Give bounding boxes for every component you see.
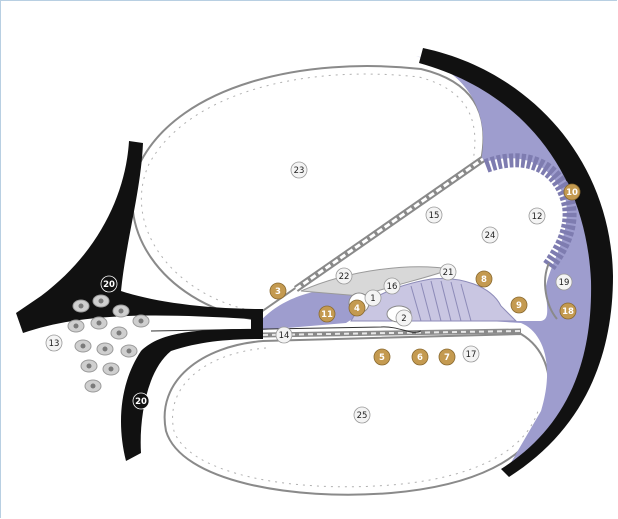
label-text: 23	[294, 166, 305, 176]
label-17: 17	[463, 346, 479, 362]
label-text: 12	[532, 212, 543, 222]
label-1: 1	[365, 290, 381, 306]
label-text: 16	[387, 282, 398, 292]
label-text: 8	[481, 275, 487, 285]
label-text: 3	[275, 287, 281, 297]
label-text: 14	[279, 331, 290, 341]
label-9: 9	[511, 297, 527, 313]
label-25: 25	[354, 407, 370, 423]
label-text: 6	[417, 353, 423, 363]
label-text: 24	[485, 231, 496, 241]
label-2: 2	[396, 310, 412, 326]
label-11: 11	[319, 306, 335, 322]
label-8: 8	[476, 271, 492, 287]
label-text: 7	[444, 353, 450, 363]
label-12: 12	[529, 208, 545, 224]
label-text: 11	[321, 310, 333, 320]
label-text: 9	[516, 301, 522, 311]
label-14: 14	[276, 327, 292, 343]
label-text: 22	[339, 272, 350, 282]
label-text: 20	[103, 280, 115, 290]
label-5: 5	[374, 349, 390, 365]
label-20a: 20	[101, 276, 117, 292]
label-text: 17	[466, 350, 477, 360]
label-13: 13	[46, 335, 62, 351]
label-18: 18	[560, 303, 576, 319]
label-20b: 20	[133, 393, 149, 409]
label-16: 16	[384, 278, 400, 294]
label-text: 19	[559, 278, 570, 288]
label-text: 2	[401, 314, 406, 324]
label-text: 5	[379, 353, 385, 363]
label-15: 15	[426, 207, 442, 223]
label-22: 22	[336, 268, 352, 284]
label-3: 3	[270, 283, 286, 299]
label-text: 4	[354, 304, 360, 314]
label-text: 18	[562, 307, 574, 317]
label-text: 13	[49, 339, 60, 349]
label-4: 4	[349, 300, 365, 316]
label-text: 25	[357, 411, 368, 421]
label-10: 10	[564, 184, 580, 200]
label-21: 21	[440, 264, 456, 280]
label-text: 21	[443, 268, 454, 278]
label-19: 19	[556, 274, 572, 290]
label-24: 24	[482, 227, 498, 243]
label-23: 23	[291, 162, 307, 178]
label-6: 6	[412, 349, 428, 365]
label-text: 10	[566, 188, 578, 198]
label-text: 15	[429, 211, 440, 221]
label-text: 1	[370, 294, 375, 304]
label-text: 20	[135, 397, 147, 407]
label-7: 7	[439, 349, 455, 365]
